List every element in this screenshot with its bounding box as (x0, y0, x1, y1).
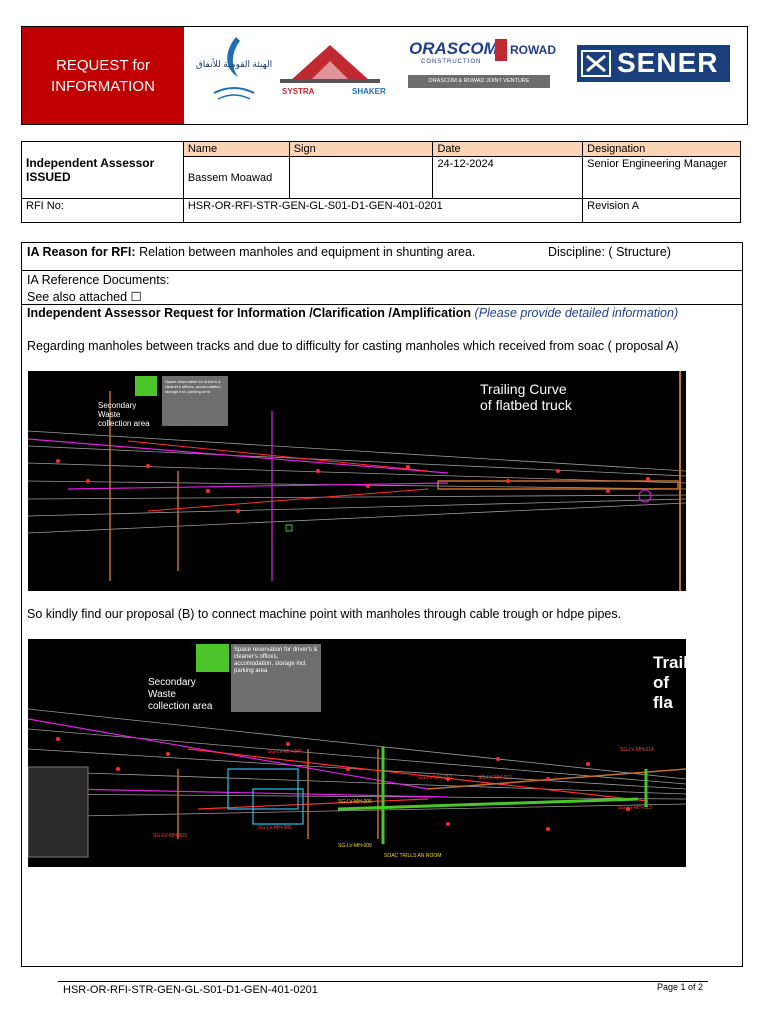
revision: Revision A (582, 198, 741, 223)
mh-label: SG-LV-MH-014 (620, 747, 654, 753)
reason-line: IA Reason for RFI: Relation between manh… (27, 245, 475, 259)
systra-shaker-logo: SYSTRA SHAKER (270, 35, 390, 115)
mh-label: SG-LV-MH-010 (418, 775, 452, 781)
mh-label: SG-LV-MH-003 (153, 833, 187, 839)
mh-label: SG-LV-MH-006 (338, 799, 372, 805)
rowad-mark-icon (495, 39, 507, 61)
mh-label: SG-LV-MH-013 (618, 805, 652, 811)
assessor-date: 24-12-2024 (432, 156, 584, 199)
shaker-text: SHAKER (352, 87, 386, 96)
drawing-b-canvas (28, 644, 686, 858)
systra-text: SYSTRA (282, 87, 315, 96)
drawing-a-reservation-label: Space reservation for driver's & cleaner… (165, 379, 222, 394)
jv-banner: ORASCOM & ROWAD JOINT VENTURE (408, 75, 550, 88)
col-sign-header: Sign (288, 141, 434, 157)
drawing-a-title: Trailing Curve of flatbed truck (480, 381, 572, 413)
paragraph-proposal-a: Regarding manholes between tracks and du… (27, 339, 679, 353)
footer-doc-number: HSR-OR-RFI-STR-GEN-GL-S01-D1-GEN-401-020… (63, 984, 318, 996)
drawing-b-title: Trail of fla (653, 653, 686, 713)
assessor-role: Independent Assessor ISSUED (21, 141, 184, 199)
rfi-number: HSR-OR-RFI-STR-GEN-GL-S01-D1-GEN-401-020… (182, 198, 584, 223)
rfi-no-label: RFI No: (21, 198, 184, 223)
title-line-1: REQUEST for (56, 56, 150, 74)
title-line-2: INFORMATION (51, 77, 155, 95)
header-block: REQUEST for INFORMATION الهيئة القومية ل… (21, 26, 748, 125)
reason-text: Relation between manholes and equipment … (139, 245, 476, 259)
drawing-a-title-2: of flatbed truck (480, 397, 572, 413)
divider (22, 270, 742, 271)
reference-docs-label: IA Reference Documents: (27, 273, 170, 287)
drawing-a-title-1: Trailing Curve (480, 381, 567, 397)
mh-label: SG-LV-MH-012 (478, 775, 512, 781)
orascom-text: ORASCOM (409, 39, 498, 58)
drawing-a-waste-label: Secondary Waste collection area (98, 401, 150, 428)
rfi-title-box: REQUEST for INFORMATION (22, 27, 184, 124)
waste-line-1: Secondary (98, 401, 137, 410)
footer-page-number: Page 1 of 2 (657, 982, 704, 992)
waste-line-3: collection area (148, 701, 213, 712)
sener-emblem-icon (581, 50, 611, 77)
drawing-a-canvas (28, 371, 686, 591)
drawing-b-title-2: of fla (653, 673, 673, 712)
waste-line-3: collection area (98, 419, 150, 428)
col-date-header: Date (432, 141, 584, 157)
drawing-b-waste-label: Secondary Waste collection area (148, 677, 212, 713)
mh-label: SG-LV-MH-004 (268, 749, 302, 755)
assessor-designation: Senior Engineering Manager (582, 156, 741, 199)
rfi-body: IA Reason for RFI: Relation between manh… (21, 242, 743, 967)
room-label: SOAC TRILLS AN ROOM (384, 853, 442, 859)
paragraph-proposal-b: So kindly find our proposal (B) to conne… (27, 607, 622, 621)
mh-label: SG-LV-MH-005 (258, 825, 292, 831)
waste-line-1: Secondary (148, 677, 196, 688)
reason-label: IA Reason for RFI: (27, 245, 136, 259)
orascom-sub-text: CONSTRUCTION (421, 59, 482, 65)
drawing-b-title-1: Trail (653, 653, 686, 672)
footer-divider (58, 981, 708, 982)
nat-logo-text: الهيئة القومية للأنفاق (195, 59, 273, 69)
drawing-proposal-a: Trailing Curve of flatbed truck Secondar… (28, 371, 686, 591)
waste-line-2: Waste (148, 689, 176, 700)
col-name-header: Name (182, 141, 290, 157)
drawing-b-reservation-label: Space reservation for driver's & cleaner… (234, 647, 318, 674)
sener-text: SENER (617, 47, 719, 78)
see-also-attached[interactable]: See also attached ☐ (27, 290, 142, 304)
sener-logo: SENER (577, 45, 730, 82)
nat-logo: الهيئة القومية للأنفاق (194, 31, 274, 119)
request-heading-line: Independent Assessor Request for Informa… (27, 306, 678, 320)
drawing-proposal-b: Trail of fla Secondary Waste collection … (28, 639, 686, 867)
rowad-text: ROWAD (510, 43, 556, 57)
divider (22, 304, 742, 305)
request-note: (Please provide detailed information) (474, 306, 679, 320)
mh-label: SG-LV-MH-009 (338, 843, 372, 849)
col-designation-header: Designation (582, 141, 741, 157)
waste-line-2: Waste (98, 410, 121, 419)
assessor-table: Independent Assessor ISSUED Name Sign Da… (21, 141, 741, 223)
assessor-name: Bassem Moawad (182, 156, 290, 199)
orascom-rowad-logo: ORASCOM CONSTRUCTION ROWAD ORASCOM & ROW… (407, 37, 556, 97)
request-heading: Independent Assessor Request for Informa… (27, 306, 472, 320)
discipline: Discipline: ( Structure) (548, 245, 671, 259)
assessor-sign (288, 156, 434, 199)
